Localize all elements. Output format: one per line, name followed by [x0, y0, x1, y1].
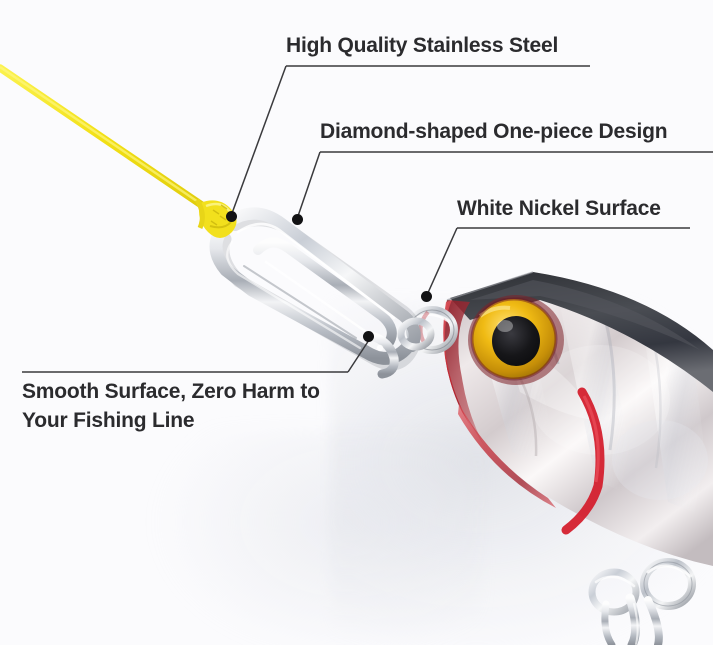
annotation-text-line: Your Fishing Line: [22, 409, 195, 432]
annotation-text-line: White Nickel Surface: [457, 197, 661, 220]
fishing-line: [0, 64, 210, 212]
leader-dot-stainless-steel: [226, 211, 237, 222]
snap-clip: [209, 207, 435, 379]
treble-hook: [588, 558, 696, 645]
background-shadow-secondary: [150, 430, 480, 645]
annotation-label-nickel-surface: White Nickel Surface: [457, 196, 661, 222]
lure-eye: [468, 295, 564, 385]
leader-dot-nickel-surface: [421, 291, 432, 302]
leader-dot-smooth-surface: [363, 331, 374, 342]
annotation-text-line: Diamond-shaped One-piece Design: [320, 120, 668, 143]
leader-dot-diamond-design: [292, 214, 303, 225]
lure-body-group: [443, 271, 713, 566]
annotation-text-line: High Quality Stainless Steel: [286, 34, 559, 57]
annotation-text-line: Smooth Surface, Zero Harm to: [22, 380, 320, 403]
annotation-label-smooth-surface: Smooth Surface, Zero Harm to Your Fishin…: [22, 377, 362, 435]
annotation-label-diamond-design: Diamond-shaped One-piece Design: [320, 119, 668, 145]
line-knot: [194, 198, 237, 238]
annotation-label-stainless-steel: High Quality Stainless Steel: [286, 33, 558, 59]
